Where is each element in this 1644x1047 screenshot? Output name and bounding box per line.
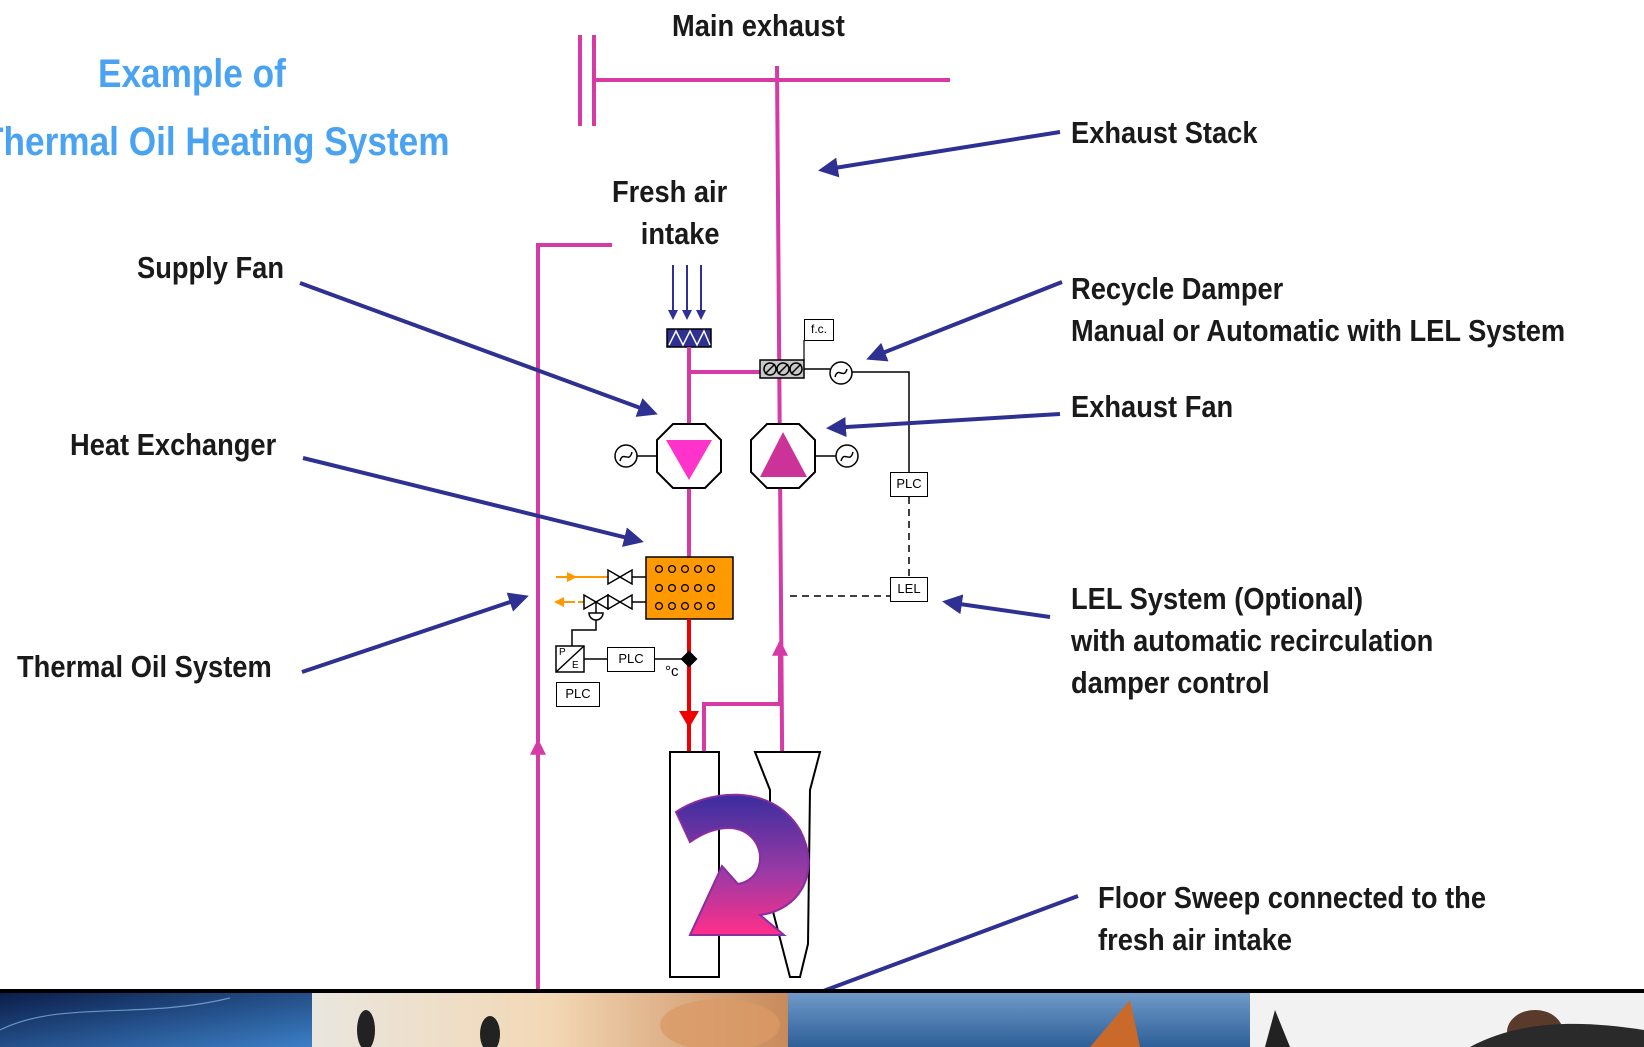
- pe-letter-e: E: [572, 660, 579, 671]
- thermal-oil-valves: [554, 568, 646, 646]
- floor-sweep-line-2: fresh air intake: [1098, 921, 1293, 957]
- plc-temperature-box: PLC: [607, 647, 655, 672]
- fresh-air-arrows: [668, 265, 706, 320]
- damper-actuator: [829, 361, 910, 472]
- heat-exchanger-label: Heat Exchanger: [70, 427, 277, 462]
- recycle-damper-line-1: Recycle Damper: [1071, 271, 1284, 306]
- supply-fan-label: Supply Fan: [137, 250, 285, 285]
- fail-close-tag: f.c.: [804, 319, 834, 341]
- recycle-damper-line-2: Manual or Automatic with LEL System: [1071, 312, 1566, 348]
- supply-fan: [614, 423, 722, 489]
- exhaust-fan-label: Exhaust Fan: [1071, 389, 1234, 424]
- recycle-damper-label: Recycle Damper Manual or Automatic with …: [1071, 268, 1565, 352]
- fresh-air-intake-label: Fresh air intake: [612, 171, 727, 255]
- title-line-2: Thermal Oil Heating System: [0, 120, 450, 164]
- main-exhaust-duct: [578, 35, 950, 126]
- heat-exchanger: [645, 556, 734, 620]
- fresh-air-line-1: Fresh air: [612, 174, 728, 209]
- lel-sensor-box: LEL: [890, 577, 928, 602]
- lel-system-label: LEL System (Optional) with automatic rec…: [1071, 578, 1433, 704]
- floor-sweep-line-1: Floor Sweep connected to the: [1098, 880, 1487, 915]
- floor-sweep-label: Floor Sweep connected to the fresh air i…: [1098, 877, 1486, 961]
- return-duct: [702, 639, 788, 752]
- pointer-arrows: [299, 130, 1079, 1044]
- pe-letter-p: P: [559, 647, 566, 658]
- lel-line-2: with automatic recirculation: [1071, 622, 1434, 658]
- air-flow-arrow: [674, 793, 810, 936]
- hot-air-line: [655, 619, 699, 752]
- main-exhaust-label: Main exhaust: [672, 8, 845, 43]
- bottom-photo-banner: [0, 989, 1644, 1047]
- fresh-air-line-2: intake: [640, 215, 720, 251]
- pressure-transducer: [555, 645, 607, 673]
- lel-line-1: LEL System (Optional): [1071, 581, 1364, 616]
- control-signal-lines: [790, 497, 910, 597]
- recycle-damper: [759, 340, 830, 379]
- thermal-oil-system-label: Thermal Oil System: [17, 649, 272, 684]
- temperature-unit: °c: [665, 663, 679, 680]
- plc-pressure-box: PLC: [556, 682, 600, 707]
- title-line-1: Example of: [98, 52, 286, 96]
- floor-sweep-duct: [530, 243, 612, 1047]
- exhaust-fan: [750, 423, 859, 489]
- plc-damper-box: PLC: [890, 472, 928, 497]
- exhaust-stack-label: Exhaust Stack: [1071, 115, 1258, 150]
- lel-line-3: damper control: [1071, 664, 1270, 700]
- fresh-air-filter: [666, 328, 712, 348]
